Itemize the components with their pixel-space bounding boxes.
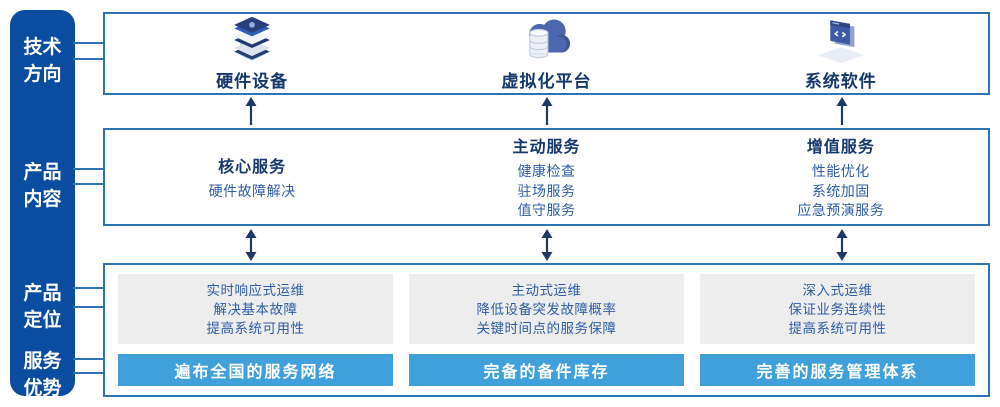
tech-item-label: 虚拟化平台 bbox=[501, 72, 592, 91]
arrow-up-icon bbox=[245, 97, 257, 125]
service-column-value-added: 增值服务 性能优化 系统加固 应急预演服务 bbox=[694, 130, 988, 224]
service-item: 应急预演服务 bbox=[797, 202, 885, 219]
server-stack-icon bbox=[234, 16, 271, 61]
connector-line bbox=[73, 372, 105, 374]
position-point: 提高系统可用性 bbox=[206, 320, 305, 336]
arrow-cell bbox=[103, 97, 399, 125]
position-points-card: 主动式运维 降低设备突发故障概率 关键时间点的服务保障 bbox=[409, 274, 684, 344]
category-sidebar: 技术方向 产品内容 产品定位 服务优势 bbox=[10, 10, 75, 399]
sidebar-label-product-position: 产品定位 bbox=[10, 280, 75, 334]
tech-item-hardware: 硬件设备 bbox=[105, 14, 399, 93]
service-column-proactive: 主动服务 健康检查 驻场服务 值守服务 bbox=[399, 130, 693, 224]
arrows-content-to-position bbox=[103, 229, 990, 261]
connector-line bbox=[73, 358, 105, 360]
tech-direction-box: 硬件设备 虚拟化平台 bbox=[103, 12, 990, 95]
service-column-title: 增值服务 bbox=[806, 139, 875, 157]
position-point: 深入式运维 bbox=[802, 282, 873, 298]
service-item: 驻场服务 bbox=[517, 182, 576, 199]
sidebar-label-service-advantage: 服务优势 bbox=[10, 348, 75, 402]
arrow-cell bbox=[399, 97, 695, 125]
connector-line bbox=[73, 42, 105, 44]
sidebar-label-text: 产品定位 bbox=[23, 283, 62, 331]
tech-item-label: 系统软件 bbox=[804, 72, 877, 91]
position-column-proactive: 主动式运维 降低设备突发故障概率 关键时间点的服务保障 完备的备件库存 bbox=[409, 274, 684, 386]
connector-line bbox=[73, 306, 105, 308]
sidebar-label-text: 产品内容 bbox=[23, 162, 62, 210]
tech-item-label: 硬件设备 bbox=[216, 72, 289, 91]
arrow-up-icon bbox=[541, 97, 552, 125]
position-point: 主动式运维 bbox=[511, 282, 582, 298]
tech-item-software: 系统软件 bbox=[694, 14, 988, 93]
arrow-up-icon bbox=[836, 97, 848, 125]
service-column-core: 核心服务 硬件故障解决 bbox=[105, 130, 399, 224]
advantage-banner: 完备的备件库存 bbox=[409, 354, 684, 386]
position-points-card: 实时响应式运维 解决基本故障 提高系统可用性 bbox=[118, 274, 393, 344]
service-item: 硬件故障解决 bbox=[208, 182, 296, 199]
position-point: 解决基本故障 bbox=[213, 301, 298, 317]
tech-item-virtualization: 虚拟化平台 bbox=[399, 14, 693, 93]
service-item: 系统加固 bbox=[811, 182, 870, 199]
arrows-content-to-tech bbox=[103, 97, 990, 125]
position-column-deep: 深入式运维 保证业务连续性 提高系统可用性 完善的服务管理体系 bbox=[700, 274, 975, 386]
sidebar-label-tech-direction: 技术方向 bbox=[10, 34, 75, 88]
connector-line bbox=[73, 287, 105, 289]
position-points-card: 深入式运维 保证业务连续性 提高系统可用性 bbox=[700, 274, 975, 344]
product-position-box: 实时响应式运维 解决基本故障 提高系统可用性 遍布全国的服务网络 主动式运维 降… bbox=[103, 263, 990, 397]
service-item: 值守服务 bbox=[517, 202, 576, 219]
position-point: 提高系统可用性 bbox=[788, 320, 887, 336]
arrow-cell bbox=[694, 97, 990, 125]
cloud-database-icon bbox=[529, 19, 571, 59]
service-item: 健康检查 bbox=[517, 163, 576, 180]
arrow-cell bbox=[399, 229, 695, 261]
arrow-cell bbox=[694, 229, 990, 261]
sidebar-label-text: 技术方向 bbox=[23, 37, 62, 85]
position-point: 实时响应式运维 bbox=[206, 282, 305, 298]
product-content-box: 核心服务 硬件故障解决 主动服务 健康检查 驻场服务 值守服务 增值服务 性能优… bbox=[103, 128, 990, 226]
advantage-banner: 完善的服务管理体系 bbox=[700, 354, 975, 386]
arrow-up-down-icon bbox=[836, 229, 848, 261]
advantage-banner: 遍布全国的服务网络 bbox=[118, 354, 393, 386]
connector-line bbox=[73, 58, 105, 60]
position-point: 保证业务连续性 bbox=[788, 301, 887, 317]
position-point: 降低设备突发故障概率 bbox=[476, 301, 617, 317]
arrow-cell bbox=[103, 229, 399, 261]
connector-line bbox=[73, 168, 105, 170]
service-column-title: 核心服务 bbox=[218, 158, 287, 176]
software-window-icon bbox=[817, 20, 865, 64]
sidebar-label-product-content: 产品内容 bbox=[10, 159, 75, 213]
arrow-up-down-icon bbox=[245, 229, 257, 261]
arrow-up-down-icon bbox=[541, 229, 552, 261]
service-column-title: 主动服务 bbox=[512, 139, 581, 157]
position-column-realtime: 实时响应式运维 解决基本故障 提高系统可用性 遍布全国的服务网络 bbox=[118, 274, 393, 386]
sidebar-label-text: 服务优势 bbox=[23, 351, 62, 399]
position-point: 关键时间点的服务保障 bbox=[476, 320, 617, 336]
connector-line bbox=[73, 183, 105, 185]
service-item: 性能优化 bbox=[811, 163, 870, 180]
